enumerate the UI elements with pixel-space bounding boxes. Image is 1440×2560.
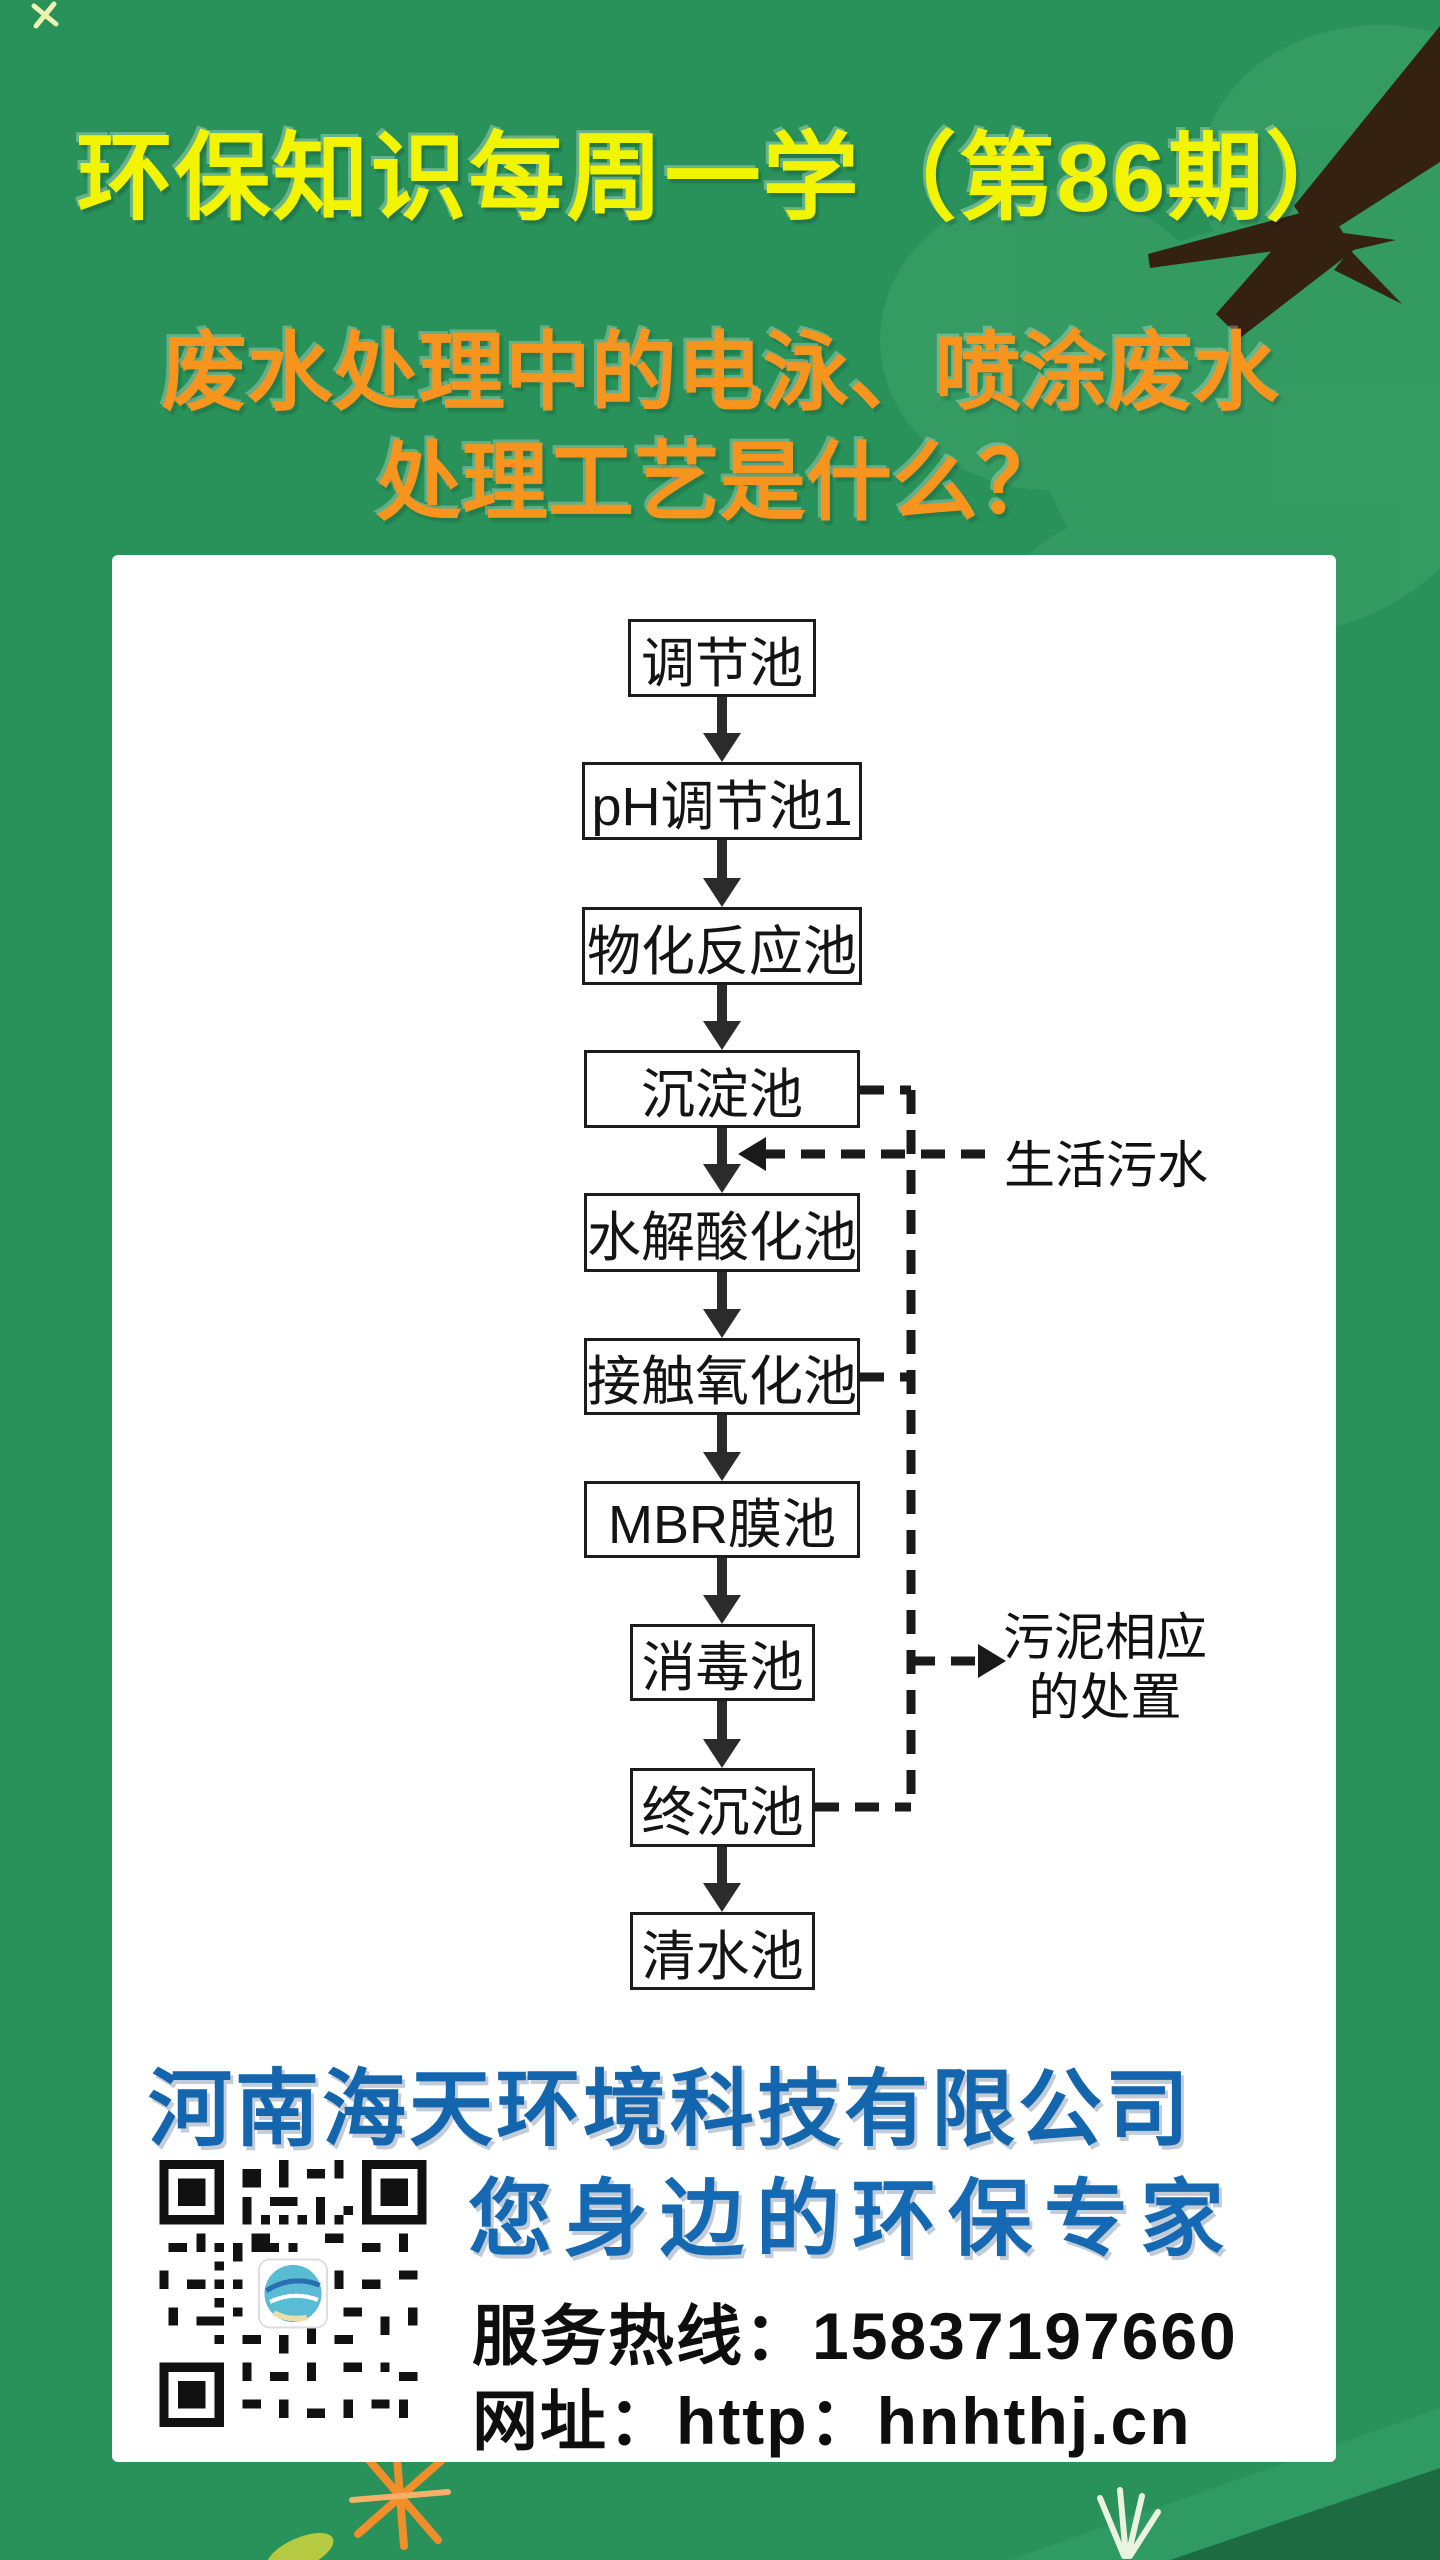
flow-node: 接触氧化池: [584, 1338, 860, 1415]
flow-node: pH调节池1: [582, 762, 862, 840]
company-slogan: 您身边的环保专家: [468, 2172, 1237, 2266]
flow-node: MBR膜池: [584, 1481, 860, 1558]
flow-node: 消毒池: [630, 1624, 815, 1701]
qr-code: [150, 2160, 436, 2427]
sparkle-icon: [31, 1, 59, 29]
leaf-icon: [266, 2532, 334, 2560]
poster-title: 环保知识每周一学（第86期）: [76, 125, 1364, 232]
flow-node: 沉淀池: [584, 1050, 860, 1128]
inflow-label: 生活污水: [1004, 1137, 1209, 1194]
sprout-icon: [1097, 2487, 1161, 2559]
flow-node: 清水池: [630, 1912, 815, 1990]
flow-node: 水解酸化池: [584, 1193, 860, 1272]
sludge-label-line-1: 污泥相应: [1002, 1609, 1207, 1666]
sludge-label-line-2: 的处置: [1028, 1669, 1182, 1726]
flow-node: 终沉池: [630, 1768, 815, 1847]
corner-leaf-dark: [1170, 2468, 1440, 2560]
company-name: 河南海天环境科技有限公司: [148, 2062, 1193, 2156]
website-text: 网址：http：hnhthj.cn: [472, 2384, 1192, 2458]
subtitle-line-1: 废水处理中的电泳、喷涂废水: [161, 325, 1279, 421]
company-logo-icon: [258, 2258, 328, 2329]
sludge-label: 污泥相应 的处置: [1000, 1608, 1210, 1728]
poster-subtitle: 废水处理中的电泳、喷涂废水 处理工艺是什么？: [0, 318, 1440, 538]
hotline-text: 服务热线：15837197660: [472, 2299, 1238, 2373]
flow-node: 物化反应池: [582, 907, 862, 985]
subtitle-line-2: 处理工艺是什么？: [376, 435, 1064, 531]
flow-node: 调节池: [628, 619, 816, 697]
